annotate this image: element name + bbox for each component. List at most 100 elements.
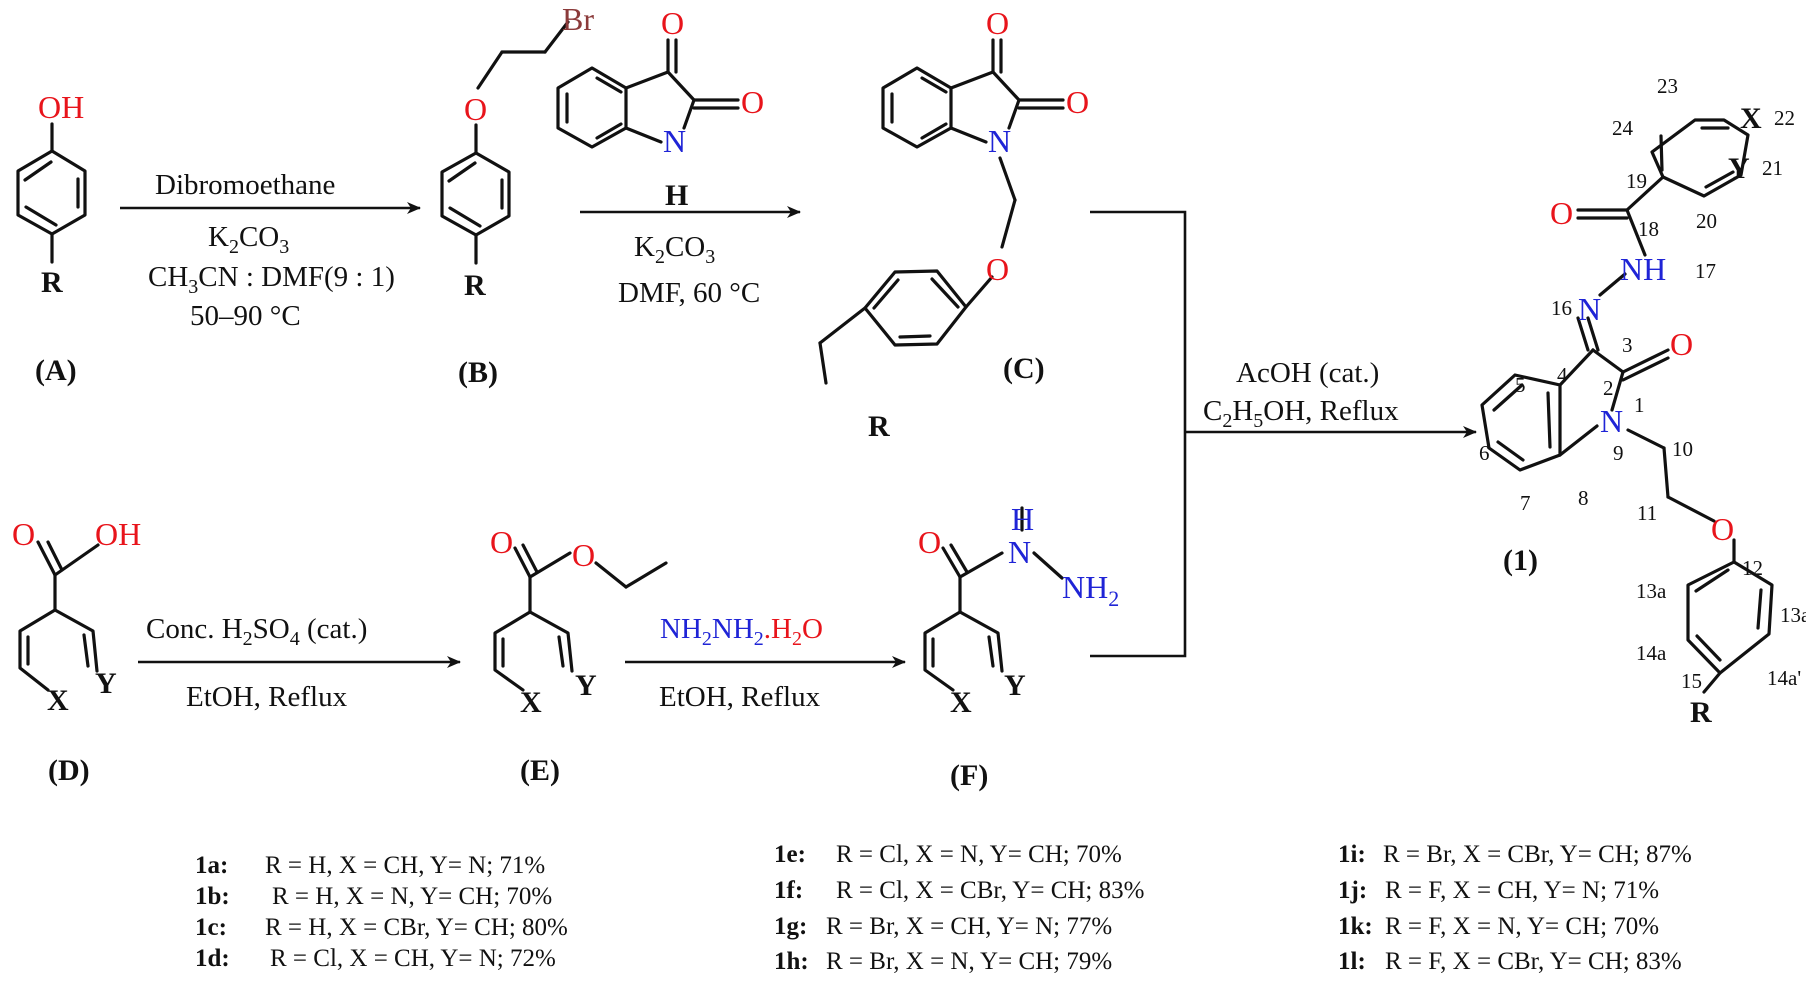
position-4: 4	[1557, 363, 1568, 387]
position-15: 15	[1681, 669, 1702, 693]
amide-oxygen: O	[741, 84, 764, 120]
compound-legend: 1a: R = H, X = CH, Y= N; 71% 1b: R = H, …	[195, 841, 1692, 975]
position-24: 24	[1612, 116, 1634, 140]
position-5: 5	[1515, 373, 1526, 397]
legend-id: 1c:	[195, 914, 227, 941]
position-2: 2	[1603, 376, 1614, 400]
position-17: 17	[1695, 259, 1716, 283]
legend-id: 1i:	[1338, 841, 1366, 868]
hydrazide-nh-h: H	[1011, 501, 1034, 537]
solvent-ethanol-reflux: EtOH, Reflux	[659, 681, 821, 713]
carbonyl-oxygen: O	[1550, 195, 1573, 231]
amide-nh: NH	[1620, 251, 1666, 287]
legend-desc: R = F, X = N, Y= CH; 70%	[1385, 913, 1659, 940]
nh-hydrogen: H	[665, 179, 688, 212]
r-group-label: R	[868, 410, 890, 443]
legend-desc: R = H, X = N, Y= CH; 70%	[272, 883, 552, 910]
hydroxyl-label: OH	[95, 516, 141, 552]
ester-oxygen: O	[572, 537, 595, 573]
legend-desc: R = F, X = CH, Y= N; 71%	[1385, 877, 1659, 904]
compound-a: OH R (A)	[16, 89, 87, 387]
bromine-label: Br	[562, 1, 594, 37]
x-position-label: X	[1740, 102, 1762, 135]
position-18: 18	[1638, 217, 1659, 241]
carbonyl-oxygen: O	[12, 516, 35, 552]
position-3: 3	[1622, 333, 1633, 357]
position-20: 20	[1696, 209, 1717, 233]
legend-id: 1k:	[1338, 913, 1373, 940]
reagent-hydrazine-hydrate: NH2NH2.H2O	[660, 613, 823, 650]
isatin-reagent: O O N H	[556, 5, 764, 212]
legend-id: 1l:	[1338, 948, 1366, 975]
y-position-label: Y	[95, 667, 117, 700]
reagent-k2co3: K2CO3	[208, 221, 289, 258]
hydrazide-nitrogen: N	[1008, 534, 1031, 570]
solvent-ethanol-reflux: EtOH, Reflux	[186, 681, 348, 713]
position-16: 16	[1551, 296, 1572, 320]
carbonyl-oxygen: O	[490, 524, 513, 560]
isatin-nitrogen: N	[663, 123, 686, 159]
solvent-ethanol-reflux: C2H5OH, Reflux	[1203, 395, 1399, 432]
product-1: X Y O NH N O N O R (1) 1 2 3 4 5 6 7 8 9…	[1479, 74, 1806, 729]
arrow-d-to-e: Conc. H2SO4 (cat.) EtOH, Reflux	[138, 613, 461, 713]
legend-desc: R = F, X = CBr, Y= CH; 83%	[1385, 948, 1682, 975]
legend-id: 1e:	[774, 841, 806, 868]
legend-desc: R = H, X = CH, Y= N; 71%	[265, 852, 545, 879]
r-group-label: R	[41, 266, 63, 299]
legend-desc: R = Br, X = N, Y= CH; 79%	[826, 948, 1112, 975]
reaction-conditions: DMF, 60 °C	[618, 277, 760, 309]
legend-column-3: 1i: R = Br, X = CBr, Y= CH; 87% 1j: R = …	[1338, 841, 1692, 975]
y-position-label: Y	[1728, 152, 1750, 185]
position-12: 12	[1742, 556, 1763, 580]
compound-label-product: (1)	[1503, 544, 1538, 577]
legend-desc: R = Cl, X = CBr, Y= CH; 83%	[836, 877, 1144, 904]
position-13a: 13a	[1636, 579, 1667, 603]
legend-id: 1b:	[195, 883, 230, 910]
legend-desc: R = Cl, X = N, Y= CH; 70%	[836, 841, 1122, 868]
legend-desc: R = Cl, X = CH, Y= N; 72%	[270, 945, 556, 972]
arrow-e-to-f: NH2NH2.H2O EtOH, Reflux	[625, 613, 906, 713]
legend-desc: R = Br, X = CH, Y= N; 77%	[826, 913, 1112, 940]
compound-label-b: (B)	[458, 356, 498, 389]
compound-label-a: (A)	[35, 354, 77, 387]
hydrazide-nh2: NH2	[1062, 569, 1119, 611]
legend-desc: R = H, X = CBr, Y= CH; 80%	[265, 914, 568, 941]
position-9: 9	[1613, 441, 1624, 465]
reagent-k2co3: K2CO3	[634, 231, 715, 268]
x-position-label: X	[520, 686, 542, 719]
compound-c: O O N O R (C)	[818, 5, 1089, 443]
position-22: 22	[1774, 106, 1795, 130]
ether-oxygen: O	[986, 251, 1009, 287]
convergence-bracket: AcOH (cat.) C2H5OH, Reflux	[1090, 210, 1477, 658]
legend-column-2: 1e: R = Cl, X = N, Y= CH; 70% 1f: R = Cl…	[774, 841, 1144, 975]
carbonyl-oxygen: O	[918, 524, 941, 560]
compound-b: O Br R (B)	[440, 1, 594, 389]
ketone-oxygen: O	[986, 5, 1009, 41]
oxindole-nitrogen: N	[1600, 403, 1623, 439]
legend-id: 1j:	[1338, 877, 1367, 904]
r-group-label: R	[1690, 696, 1712, 729]
compound-d: O OH X Y (D)	[12, 516, 141, 787]
catalyst-h2so4: Conc. H2SO4 (cat.)	[146, 613, 367, 650]
position-1: 1	[1634, 393, 1645, 417]
solvent-mixture: CH3CN : DMF(9 : 1)	[148, 261, 395, 298]
y-position-label: Y	[1004, 669, 1026, 702]
legend-desc: R = Br, X = CBr, Y= CH; 87%	[1383, 841, 1692, 868]
compound-f: O H N NH2 X Y (F)	[918, 501, 1119, 792]
position-14a-prime: 14a'	[1767, 666, 1801, 690]
compound-label-e: (E)	[520, 754, 560, 787]
legend-id: 1d:	[195, 945, 230, 972]
compound-label-f: (F)	[950, 759, 988, 792]
arrow-b-to-c: K2CO3 DMF, 60 °C	[580, 206, 801, 309]
y-position-label: Y	[575, 669, 597, 702]
legend-id: 1f:	[774, 877, 803, 904]
position-23: 23	[1657, 74, 1678, 98]
lactam-oxygen: O	[1670, 326, 1693, 362]
compound-label-c: (C)	[1003, 352, 1045, 385]
position-13a-prime: 13a'	[1780, 603, 1806, 627]
x-position-label: X	[47, 684, 69, 717]
hydroxyl-label: OH	[38, 89, 84, 125]
arrow-a-to-b: Dibromoethane K2CO3 CH3CN : DMF(9 : 1) 5…	[120, 169, 421, 332]
position-19: 19	[1626, 169, 1647, 193]
catalyst-acoh: AcOH (cat.)	[1236, 357, 1379, 389]
